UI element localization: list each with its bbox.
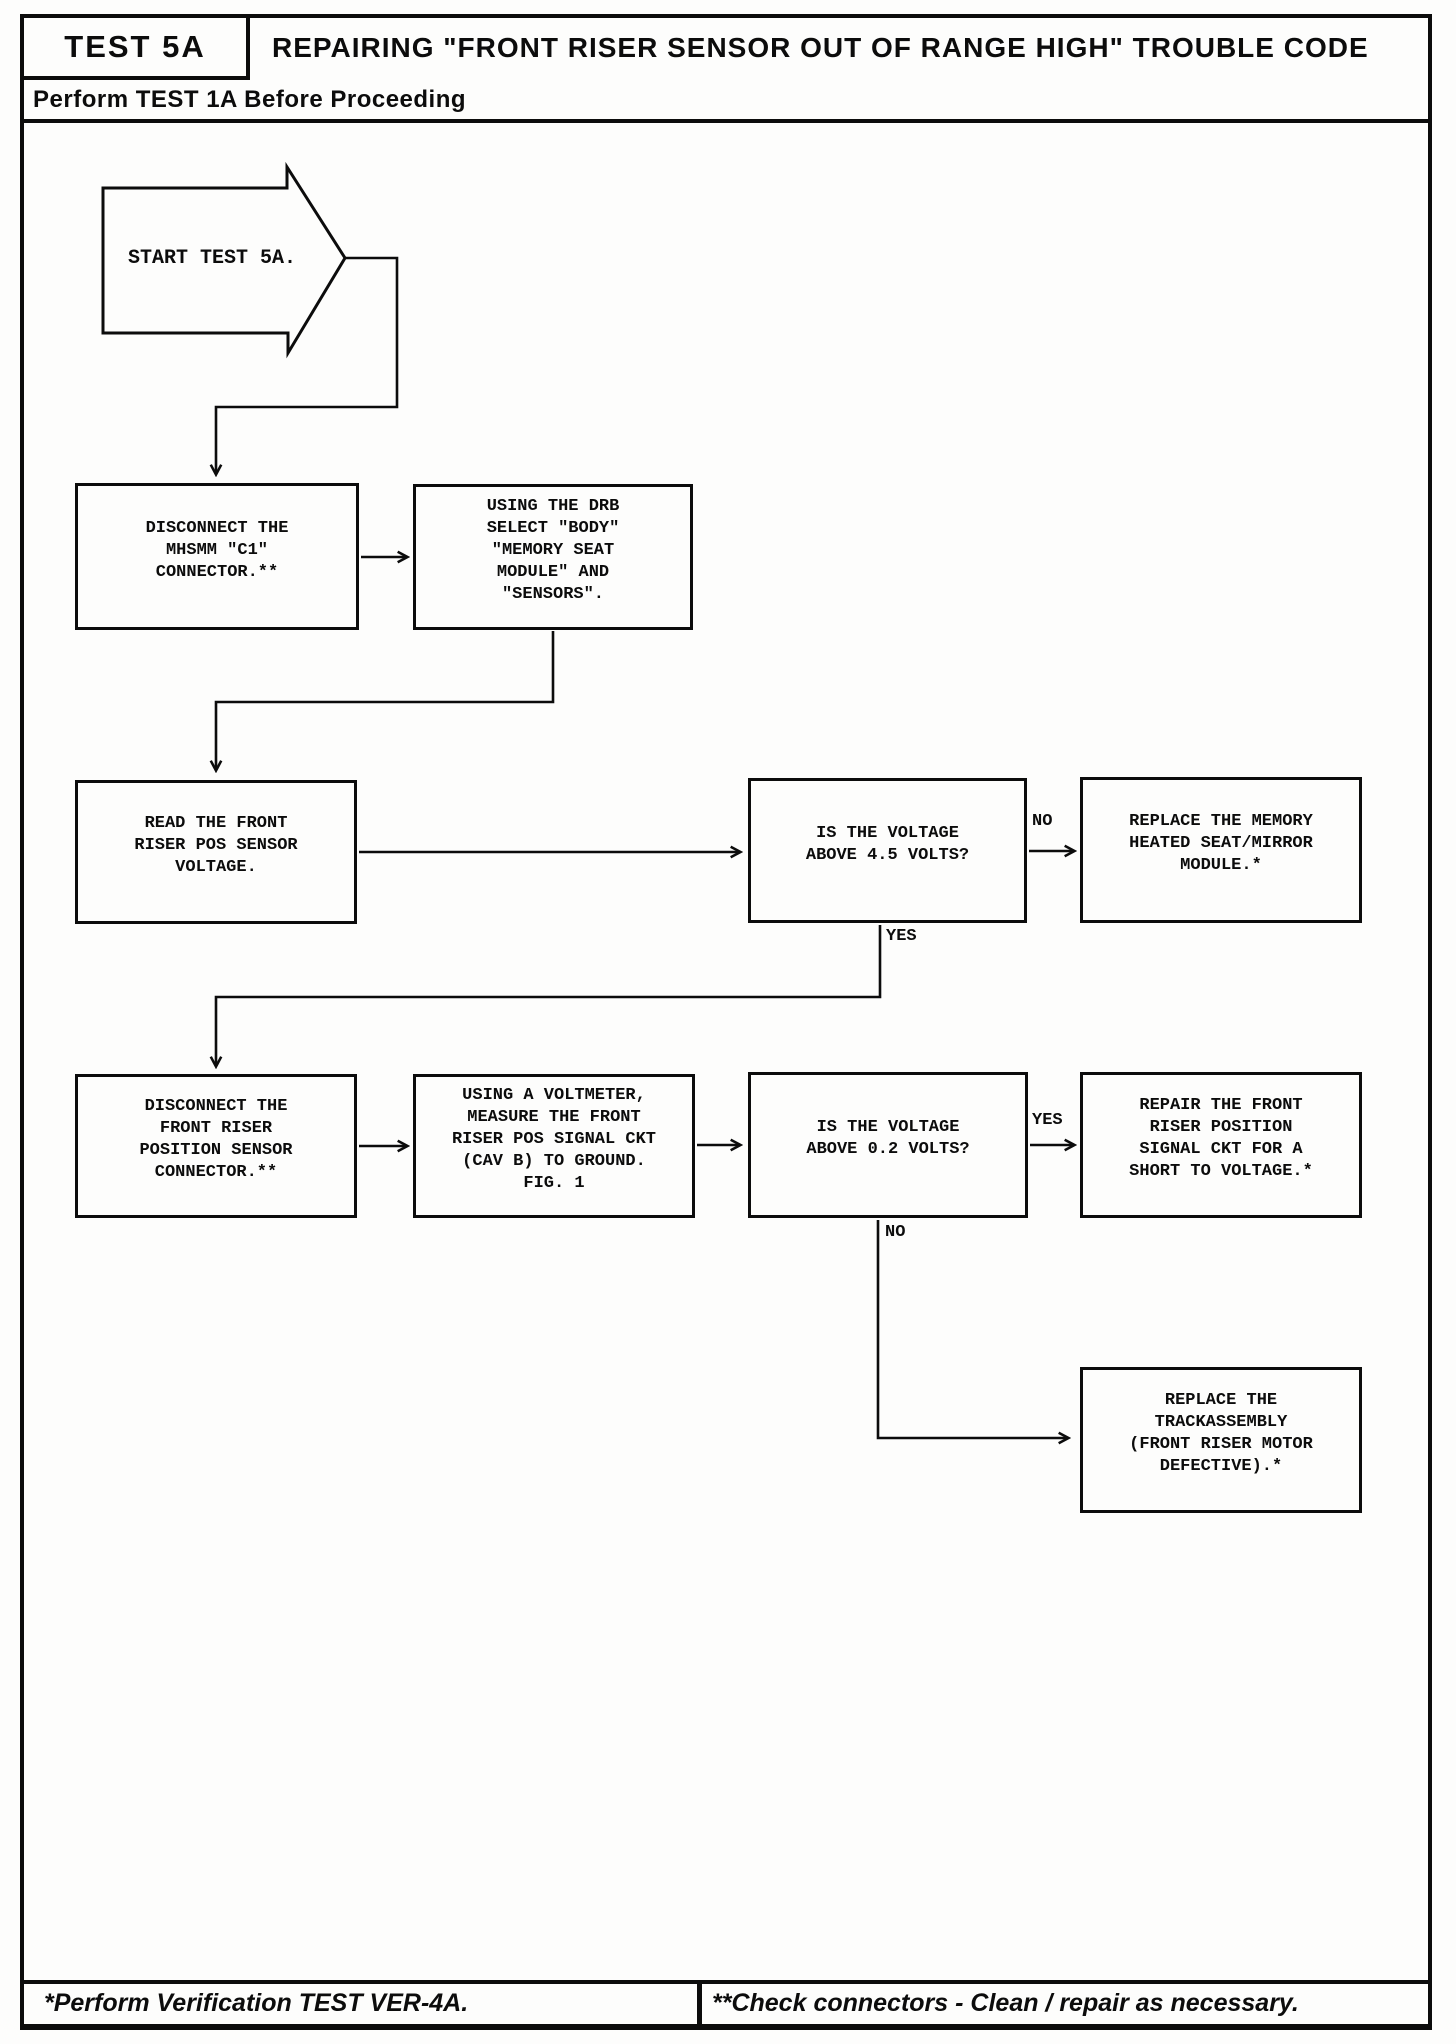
connector-start-to-disconnect <box>216 256 399 474</box>
decision-voltage-above-0-2: IS THE VOLTAGE ABOVE 0.2 VOLTS? <box>748 1072 1028 1218</box>
footer-divider-vertical <box>697 1980 702 2026</box>
box-disconnect-riser-connector: DISCONNECT THE FRONT RISER POSITION SENS… <box>75 1074 357 1218</box>
box-read-voltage: READ THE FRONT RISER POS SENSOR VOLTAGE. <box>75 780 357 924</box>
decision-voltage-above-0-2-text: IS THE VOLTAGE ABOVE 0.2 VOLTS? <box>806 1118 970 1159</box>
decision-voltage-above-4-5-text: IS THE VOLTAGE ABOVE 4.5 VOLTS? <box>805 823 970 865</box>
box-using-drb-text: USING THE DRB SELECT "BODY" "MEMORY SEAT… <box>486 497 620 604</box>
page-subtitle: Perform TEST 1A Before Proceeding <box>33 86 467 113</box>
test-id-label: TEST 5A <box>64 29 206 64</box>
connector-decision2-no <box>876 1220 1068 1438</box>
connector-decision1-yes <box>216 925 882 1066</box>
box-replace-track-assembly-text: REPLACE THE TRACKASSEMBLY (FRONT RISER M… <box>1129 1391 1313 1476</box>
box-voltmeter-measure-text: USING A VOLTMETER, MEASURE THE FRONT RIS… <box>451 1086 657 1193</box>
box-repair-signal-ckt-text: REPAIR THE FRONT RISER POSITION SIGNAL C… <box>1129 1096 1313 1181</box>
box-disconnect-mhsmm-text: DISCONNECT THE MHSMM "C1" CONNECTOR.** <box>145 518 289 582</box>
edge-label-no-2: NO <box>885 1223 906 1242</box>
footer-divider-top <box>20 1980 1432 1984</box>
box-replace-memory-module-text: REPLACE THE MEMORY HEATED SEAT/MIRROR MO… <box>1129 812 1313 875</box>
page-title: REPAIRING "FRONT RISER SENSOR OUT OF RAN… <box>272 32 1369 63</box>
box-read-voltage-text: READ THE FRONT RISER POS SENSOR VOLTAGE. <box>134 814 298 877</box>
connector-drb-to-read <box>216 631 555 770</box>
box-replace-memory-module: REPLACE THE MEMORY HEATED SEAT/MIRROR MO… <box>1080 777 1362 923</box>
edge-label-yes-1: YES <box>886 927 917 946</box>
test-id-box: TEST 5A <box>20 14 250 80</box>
box-using-drb: USING THE DRB SELECT "BODY" "MEMORY SEAT… <box>413 484 693 630</box>
box-disconnect-riser-connector-text: DISCONNECT THE FRONT RISER POSITION SENS… <box>139 1097 293 1182</box>
box-repair-signal-ckt: REPAIR THE FRONT RISER POSITION SIGNAL C… <box>1080 1072 1362 1218</box>
start-arrow-label: START TEST 5A. <box>127 247 297 270</box>
header-divider <box>20 119 1432 123</box>
page-border-frame <box>20 14 1432 2030</box>
box-voltmeter-measure: USING A VOLTMETER, MEASURE THE FRONT RIS… <box>413 1074 695 1218</box>
start-arrow-shape <box>101 161 347 359</box>
box-replace-track-assembly: REPLACE THE TRACKASSEMBLY (FRONT RISER M… <box>1080 1367 1362 1513</box>
edge-label-no-1: NO <box>1032 812 1053 831</box>
edge-label-yes-2: YES <box>1032 1111 1063 1130</box>
footer-note-connectors: **Check connectors - Clean / repair as n… <box>712 1989 1299 2017</box>
box-disconnect-mhsmm: DISCONNECT THE MHSMM "C1" CONNECTOR.** <box>75 483 359 630</box>
decision-voltage-above-4-5: IS THE VOLTAGE ABOVE 4.5 VOLTS? <box>748 778 1027 923</box>
footer-note-verification: *Perform Verification TEST VER-4A. <box>44 1989 469 2017</box>
